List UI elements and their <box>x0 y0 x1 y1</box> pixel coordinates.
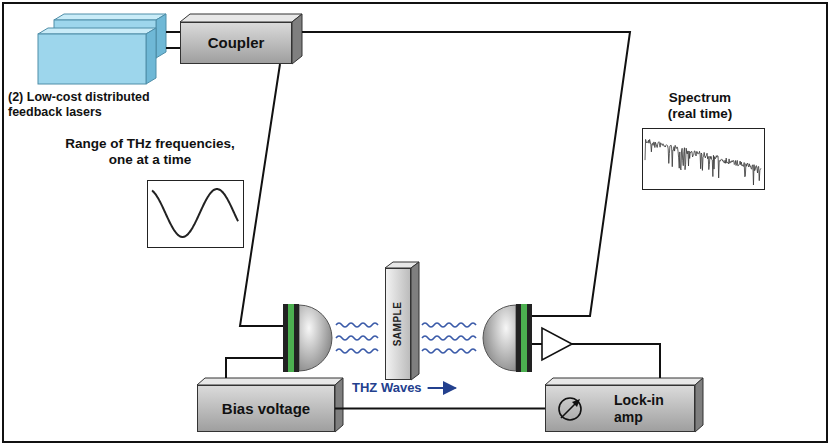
box-label: Coupler <box>208 34 265 52</box>
amplifier-symbol <box>542 328 572 360</box>
antenna-plate <box>516 304 521 372</box>
coupler-box: Coupler <box>180 22 292 64</box>
antenna-plate <box>288 304 294 372</box>
connector-wire <box>166 31 180 33</box>
lens-hemisphere <box>483 305 516 371</box>
wave-line <box>336 349 378 353</box>
wave-line <box>422 349 476 353</box>
laser-pair: (2) Low-cost distributed feedback lasers <box>8 12 166 120</box>
panel-heading: Range of THz frequencies, one at a time <box>55 136 245 168</box>
laser-area <box>8 12 166 90</box>
box-top-face <box>197 378 343 385</box>
sine-wave <box>152 189 238 237</box>
wave-line <box>422 336 476 340</box>
box-top-face <box>545 378 703 385</box>
wires <box>226 32 660 378</box>
bias-voltage-box: Bias voltage <box>197 385 335 432</box>
outer-frame <box>3 3 827 442</box>
lens-hemisphere <box>299 305 332 371</box>
bias-wire <box>226 358 283 378</box>
box-label: Lock-in amp <box>614 392 674 426</box>
box-faces <box>180 14 703 432</box>
dial-symbol <box>556 395 584 423</box>
lock-in-amp-box: Lock-in amp <box>545 385 695 432</box>
sample-slab: SAMPLE <box>385 268 411 380</box>
box-side-face <box>292 14 302 64</box>
spectrum-box <box>642 128 765 190</box>
box-label: Bias voltage <box>222 400 310 418</box>
antenna-plate <box>294 304 299 372</box>
fiber-wire <box>302 32 630 316</box>
laser-top <box>54 14 166 20</box>
wave-line <box>422 323 476 327</box>
panel-heading: Spectrum (real time) <box>656 90 744 122</box>
waveform-box <box>147 180 244 248</box>
laser-front <box>38 34 146 84</box>
laser-label: (2) Low-cost distributed feedback lasers <box>8 90 178 120</box>
connector-wire <box>166 47 180 49</box>
signal-wire <box>532 343 542 345</box>
sine-plot <box>148 181 242 246</box>
spectrum-panel: Spectrum (real time) <box>630 90 770 190</box>
sample-label: SAMPLE <box>392 302 404 347</box>
detector-antenna <box>483 304 532 372</box>
wave-direction-label: THZ Waves <box>352 380 422 396</box>
laser-top <box>38 28 156 34</box>
laser-symbols <box>38 14 166 84</box>
antenna-plate <box>283 304 288 372</box>
antenna-plate <box>521 304 527 372</box>
emitter-antenna <box>283 304 332 372</box>
spectrum-trace <box>645 139 761 185</box>
box-top-face <box>180 14 302 22</box>
direction-arrow <box>428 387 456 389</box>
connector-wire <box>335 408 545 410</box>
box-side-face <box>695 378 703 432</box>
dial-arrowhead <box>572 399 580 407</box>
dial-circle <box>559 398 581 420</box>
fiber-wire <box>240 64 283 326</box>
laser-side <box>146 28 156 84</box>
laser-side <box>156 14 166 58</box>
wave-line <box>336 323 378 327</box>
frequency-sweep-panel: Range of THz frequencies, one at a time <box>35 136 265 248</box>
signal-wire <box>572 344 660 378</box>
wave-line <box>336 336 378 340</box>
box-side-face <box>411 262 419 380</box>
box-side-face <box>335 378 343 432</box>
antenna-plate <box>527 304 532 372</box>
spectrum-plot <box>643 129 763 188</box>
